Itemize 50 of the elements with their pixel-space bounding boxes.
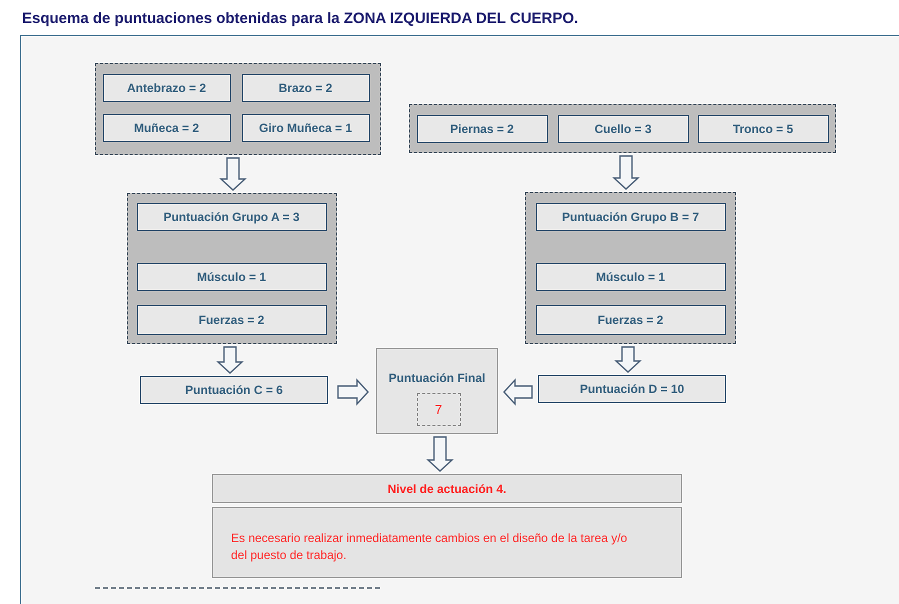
- score-label: Tronco = 5: [732, 122, 794, 136]
- score-box: [558, 114, 688, 142]
- group-panel: [95, 63, 381, 155]
- score-label: Fuerzas = 2: [198, 312, 264, 326]
- score-label: Fuerzas = 2: [598, 312, 664, 326]
- score-box: [536, 262, 726, 290]
- block-arrow: [426, 436, 454, 472]
- score-label: Puntuación Grupo A = 3: [163, 210, 300, 224]
- block-arrow: [614, 346, 642, 373]
- block-arrow: [337, 378, 369, 406]
- score-label: Piernas = 2: [450, 122, 514, 136]
- score-box: [242, 114, 370, 142]
- score-box: [242, 74, 370, 102]
- group-panel: [409, 104, 836, 153]
- level-box: [212, 474, 682, 503]
- note-box: [212, 507, 682, 578]
- score-label: Brazo = 2: [278, 80, 332, 94]
- score-label: Puntuación C = 6: [185, 383, 283, 397]
- score-box: [102, 114, 230, 142]
- score-box: [416, 114, 548, 142]
- score-value-box: [416, 392, 460, 426]
- score-label: Cuello = 3: [594, 122, 652, 136]
- score-value: 7: [434, 402, 442, 416]
- score-box: [136, 304, 326, 334]
- score-label: Músculo = 1: [596, 270, 666, 284]
- score-label: Músculo = 1: [196, 270, 266, 284]
- score-box: [536, 304, 726, 334]
- score-box: [140, 376, 328, 404]
- recommendation-text: Es necesario realizar inmediatamente cambios en el diseño de la tarea y/o del puesto de trabajo.: [231, 530, 628, 564]
- block-arrow: [216, 346, 244, 374]
- score-box: [136, 202, 326, 230]
- score-box: [136, 262, 326, 290]
- group-panel: [525, 192, 736, 344]
- group-panel: [127, 193, 337, 344]
- score-box: [102, 74, 230, 102]
- block-arrow: [612, 155, 640, 190]
- block-arrow: [503, 378, 533, 406]
- score-label: Giro Muñeca = 1: [258, 120, 352, 134]
- score-label: Antebrazo = 2: [126, 80, 206, 94]
- score-label: Puntuación Grupo B = 7: [562, 210, 699, 224]
- heading: Puntuación Final: [388, 371, 486, 385]
- final-score-box: [376, 348, 498, 434]
- score-box: [698, 114, 828, 142]
- score-label: Puntuación D = 10: [580, 382, 684, 396]
- score-box: [538, 375, 726, 403]
- block-arrow: [219, 157, 247, 191]
- score-box: [536, 202, 726, 230]
- action-level: Nivel de actuación 4.: [388, 482, 506, 496]
- title: Esquema de puntuaciones obtenidas para la ZONA IZQUIERDA DEL CUERPO.: [22, 10, 578, 27]
- score-label: Muñeca = 2: [134, 120, 200, 134]
